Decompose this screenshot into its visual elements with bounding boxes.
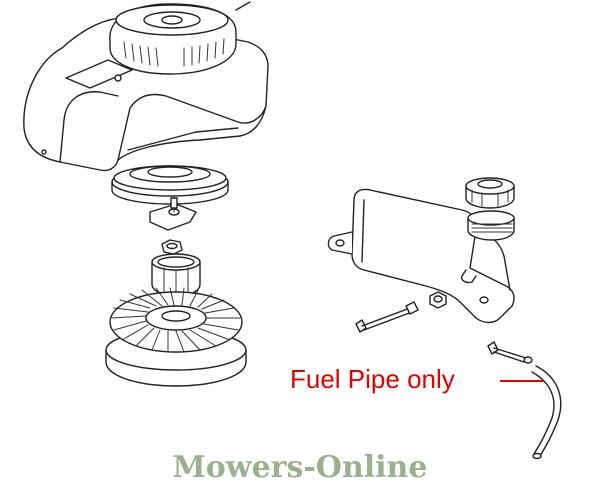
starter-pulley [111, 165, 229, 205]
tank-nut [429, 291, 447, 309]
pipe-bolt [487, 341, 533, 364]
flywheel [105, 287, 247, 387]
watermark-logo: Mowers-Online [172, 450, 428, 485]
fuel-cap [465, 177, 515, 209]
fuel-pipe [531, 365, 562, 460]
starter-cup [151, 253, 201, 297]
starter-housing [23, 1, 269, 172]
fuel-pipe-callout-label: Fuel Pipe only [290, 364, 455, 394]
fuel-tank [327, 188, 515, 324]
starter-nut [161, 239, 183, 255]
tank-bolt [355, 301, 419, 333]
ratchet-plate [149, 195, 197, 231]
